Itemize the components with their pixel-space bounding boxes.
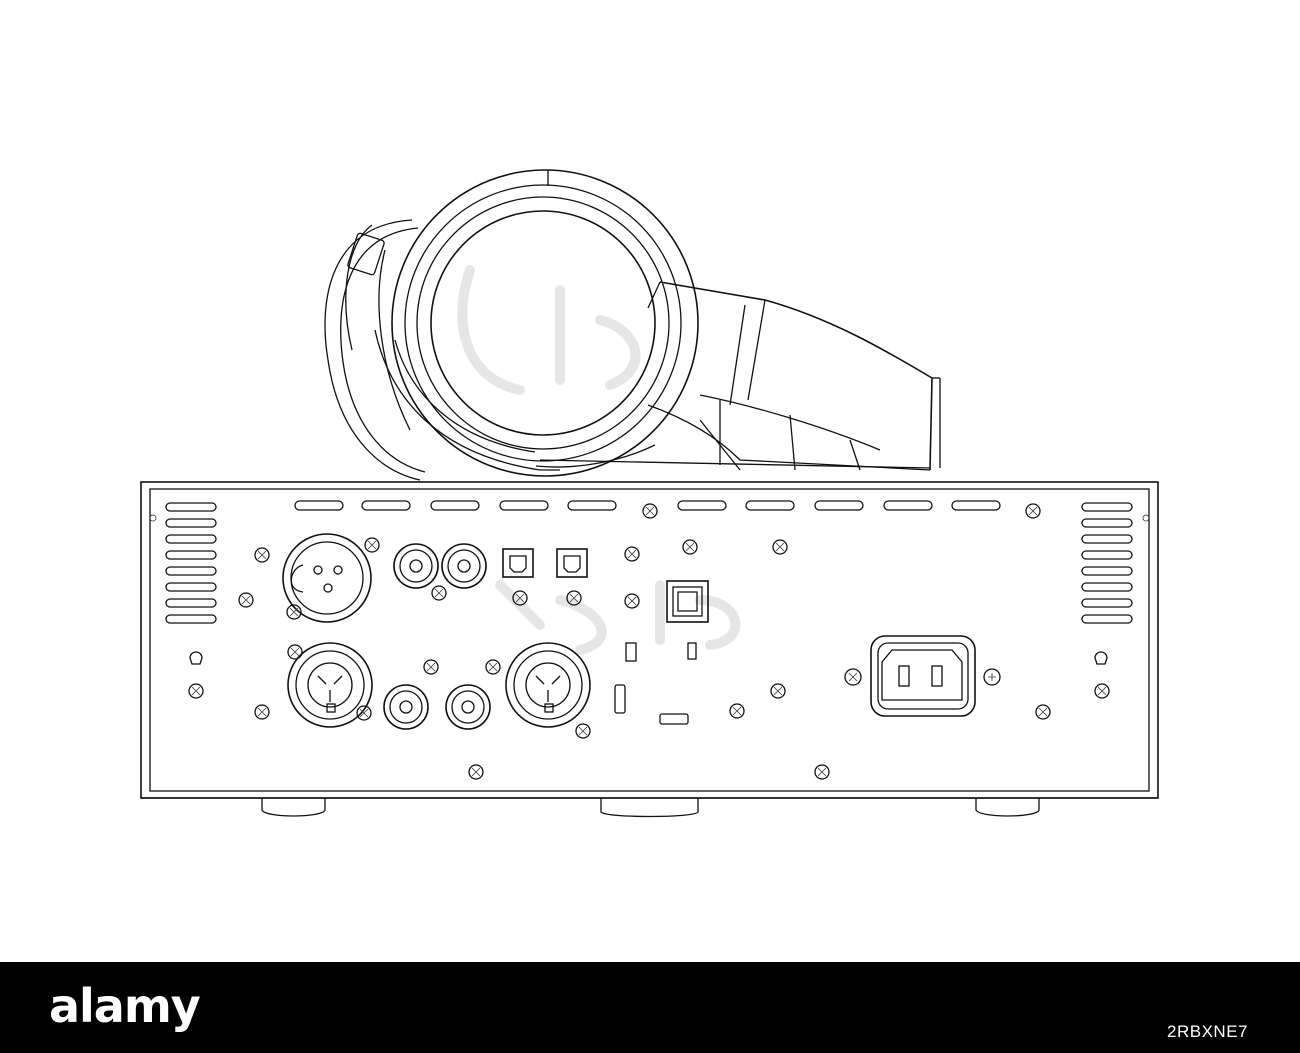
- line-drawing-illustration: [140, 169, 1159, 818]
- usb-b-port-icon: [666, 580, 709, 623]
- xlr-connector-icon: [505, 642, 591, 728]
- toggle-switch-1: [625, 642, 637, 662]
- indicator-left: [189, 651, 203, 665]
- footer-bar: alamy 2RBXNE7: [0, 962, 1300, 1053]
- right-vents: [1081, 502, 1133, 624]
- rca-jack-icon: [393, 543, 439, 589]
- indicator-right: [1094, 651, 1108, 665]
- device-rear-panel: [140, 481, 1159, 818]
- left-vents: [165, 502, 217, 624]
- micro-usb-port: [614, 684, 626, 714]
- xlr-connector-icon: [282, 533, 372, 623]
- image-id-label: 2RBXNE7: [1167, 1022, 1248, 1041]
- top-vents: [294, 500, 1001, 511]
- optical-port-icon: [556, 548, 588, 578]
- watermark: [457, 265, 741, 655]
- iec-power-inlet-icon: [870, 635, 976, 717]
- rca-jack-icon: [383, 684, 429, 730]
- rca-jack-icon: [445, 684, 491, 730]
- headphones-drawing: [324, 169, 941, 481]
- brand-logo[interactable]: alamy: [49, 979, 201, 1033]
- optical-port-icon: [502, 548, 534, 578]
- rca-jack-icon: [441, 543, 487, 589]
- screw-icon: [188, 503, 1110, 780]
- usb-c-port: [659, 713, 689, 725]
- xlr-connector-icon: [287, 642, 373, 728]
- toggle-switch-2: [687, 642, 697, 660]
